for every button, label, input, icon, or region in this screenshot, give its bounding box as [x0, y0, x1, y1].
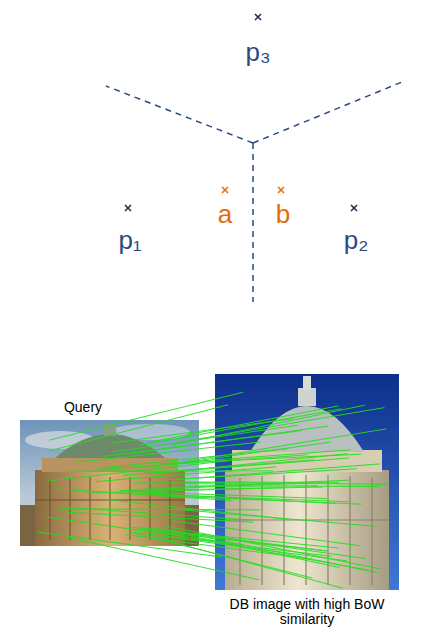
match-line	[46, 517, 243, 545]
match-line	[130, 527, 339, 548]
match-line	[112, 425, 298, 452]
match-line	[67, 470, 274, 471]
match-line	[96, 467, 277, 482]
match-line	[182, 429, 386, 462]
match-line	[155, 537, 343, 588]
image-title: Query	[64, 400, 102, 415]
match-line	[126, 535, 313, 560]
match-line	[157, 532, 367, 571]
match-line	[177, 408, 385, 443]
point-label: p₃	[245, 38, 270, 67]
match-line	[182, 482, 387, 484]
voronoi-boundary	[106, 82, 402, 302]
match-line	[139, 409, 342, 446]
match-line	[67, 508, 251, 521]
point-label: p₂	[344, 226, 369, 255]
match-line	[49, 392, 243, 440]
point-marker	[125, 14, 357, 211]
match-line	[130, 492, 327, 499]
query-point-label: a	[218, 200, 232, 229]
match-line	[167, 496, 361, 504]
feature-matches	[38, 392, 387, 588]
query-point-label: b	[276, 200, 290, 229]
match-line	[119, 487, 322, 491]
match-line	[166, 526, 380, 569]
point-label: p₁	[118, 226, 141, 255]
match-line	[103, 431, 302, 457]
match-line	[148, 442, 331, 468]
image-caption: DB image with high BoW similarity	[212, 597, 402, 628]
match-line	[147, 406, 339, 443]
match-line	[77, 442, 261, 462]
